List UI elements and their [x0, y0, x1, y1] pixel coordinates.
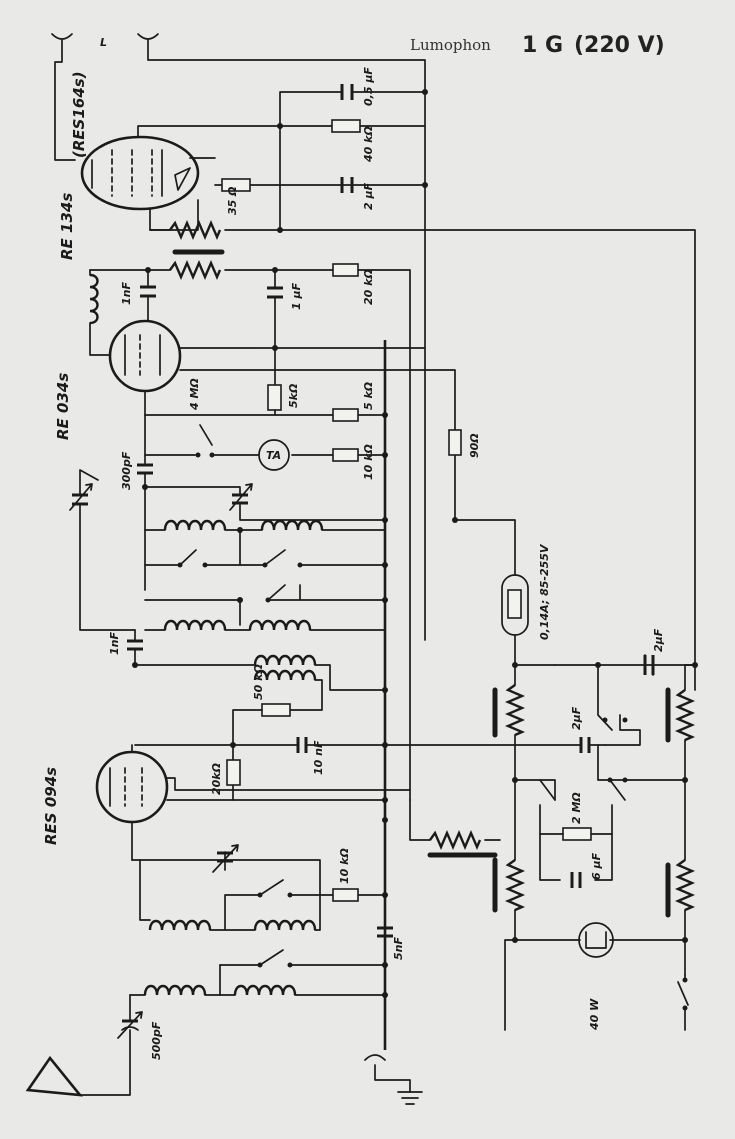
- label-r-5k: 5kΩ: [287, 384, 300, 408]
- label-r-50k: 50 kΩ: [252, 664, 265, 700]
- label-r-10k-mid: 10 kΩ: [362, 444, 375, 480]
- resistor-2m: [562, 827, 592, 841]
- label-c-300pf: 300pF: [120, 451, 133, 490]
- resistor-10k-low: [332, 888, 359, 902]
- resistor-50k: [261, 703, 291, 717]
- label-c-1nf-mid: 1nF: [108, 632, 121, 655]
- coil-detector-1b: [260, 519, 324, 531]
- coil-detector-2a: [163, 619, 227, 631]
- label-r-10k-low: 10 kΩ: [338, 848, 351, 884]
- resistor-90ohm: [448, 429, 462, 456]
- coil-rf-1b: [253, 919, 317, 931]
- coil-detector-1a: [163, 519, 227, 531]
- resistor-35ohm: [221, 178, 251, 192]
- label-r-40k: 40 kΩ: [362, 126, 375, 163]
- resistor-20k-low: [226, 759, 241, 786]
- tube-label-res094s: RES 094s: [42, 767, 60, 845]
- resistor-20k-top: [332, 263, 359, 277]
- antenna-icon: [25, 1055, 83, 1097]
- label-r-5k-b: 5 kΩ: [362, 382, 375, 410]
- label-r-20k-top: 20 kΩ: [362, 269, 375, 305]
- coil-antenna-1: [143, 984, 207, 996]
- label-r-90: 90Ω: [468, 433, 481, 458]
- variable-cap-reaction-arrow: [69, 483, 93, 511]
- tube-envelope-output: [80, 135, 200, 211]
- label-c-2uf-top: 2 μF: [362, 182, 375, 210]
- label-c-0-5uf: 0,5 μF: [362, 67, 375, 106]
- voltage-label: (220 V): [574, 33, 665, 58]
- band-switch-3: [267, 584, 286, 601]
- socket-icon-right: [137, 33, 159, 40]
- label-c-2uf-mid: 2μF: [570, 706, 583, 730]
- tube-label-res164s: (RES164s): [70, 71, 88, 158]
- label-c-5nf: 5nF: [392, 937, 405, 960]
- coil-coupling-upper: [253, 654, 317, 666]
- rf-band-switch-1: [259, 879, 386, 896]
- coil-rf-1a: [148, 919, 212, 931]
- coil-detector-2b: [248, 619, 312, 631]
- resistor-5k-horizontal: [332, 408, 359, 422]
- pilot-lamp-40w: [578, 922, 614, 958]
- earth-socket-icon: [364, 1054, 386, 1061]
- label-c-1uf: 1 μF: [290, 282, 303, 310]
- tube-label-re134s: RE 134s: [58, 193, 76, 260]
- coil-antenna-2: [233, 984, 297, 996]
- label-c-1nf-top: 1nF: [120, 282, 133, 305]
- label-c-2uf-right: 2μF: [652, 628, 665, 652]
- band-switch-1: [179, 549, 197, 566]
- label-r-4m: 4 MΩ: [188, 378, 201, 411]
- coil-reaction: [89, 273, 99, 325]
- tube-label-re034s: RE 034s: [54, 373, 72, 440]
- pickup-terminal-ta: [258, 439, 290, 471]
- tube-envelope-rf: [95, 750, 169, 824]
- detector-tube: [108, 319, 456, 431]
- label-glow-lamp: 0,14A; 85-255V: [538, 543, 551, 640]
- coil-coupling-lower: [253, 669, 317, 681]
- label-lamp-40w: 40 W: [588, 998, 601, 1031]
- label-r-35: 35 Ω: [226, 187, 239, 216]
- resistor-40k: [331, 119, 361, 133]
- label-r-20k-low: 20kΩ: [210, 763, 223, 795]
- resistor-5k-vertical: [267, 384, 282, 411]
- rf-band-switch-2: [259, 949, 284, 966]
- supply-switch-1: [609, 779, 626, 801]
- brand-label: Lumophon: [410, 36, 491, 54]
- rf-tube: [95, 744, 411, 861]
- terminal-label-l: L: [100, 36, 107, 49]
- top-terminals: L: [51, 33, 426, 161]
- socket-icon-left: [51, 33, 73, 40]
- label-c-500pf: 500pF: [150, 1021, 163, 1060]
- model-label: 1 G: [522, 33, 563, 58]
- label-r-2m: 2 MΩ: [570, 792, 583, 824]
- resistor-10k-mid: [332, 448, 359, 462]
- output-tube: [80, 135, 216, 231]
- band-switch-2: [264, 549, 286, 566]
- label-c-6uf: 6 μF: [590, 852, 603, 880]
- label-ta: TA: [266, 449, 281, 462]
- tube-envelope-detector: [108, 319, 182, 393]
- label-c-10nf: 10 nF: [312, 740, 325, 775]
